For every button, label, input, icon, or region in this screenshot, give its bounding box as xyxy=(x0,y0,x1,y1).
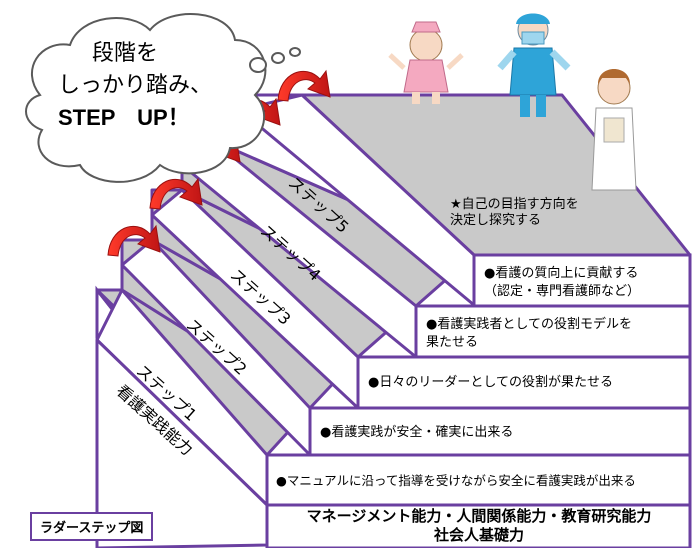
step4-desc-line-1: ●看護実践者としての役割モデルを xyxy=(426,317,632,332)
top-goal-line-1: ★自己の目指す方向を xyxy=(450,197,579,212)
step4-desc-line-2: 果たせる xyxy=(426,335,479,350)
base-line-2: 社会人基礎力 xyxy=(433,526,524,544)
nurse-figure-3 xyxy=(591,69,637,191)
riser-top xyxy=(472,253,692,308)
thought-cloud xyxy=(25,13,301,183)
step3-desc: ●日々のリーダーとしての役割が果たせる xyxy=(368,375,613,390)
caption-box: ラダーステップ図 xyxy=(30,512,154,541)
riser-base xyxy=(265,503,692,548)
riser-step4 xyxy=(414,304,692,359)
riser-step3 xyxy=(356,355,692,410)
base-line-1: マネージメント能力・人間関係能力・教育研究能力 xyxy=(306,507,652,525)
step5-desc-line-1: ●看護の質向上に貢献する xyxy=(484,266,639,281)
step1-desc: ●マニュアルに沿って指導を受けながら安全に看護実践が出来る xyxy=(276,473,636,488)
step2-desc: ●看護実践が安全・確実に出来る xyxy=(320,425,514,440)
cloud-line-2: しっかり踏み、 xyxy=(58,73,213,98)
cloud-line-3: STEP UP！ xyxy=(58,105,190,130)
riser-step1 xyxy=(265,453,692,507)
nurse-figure-2 xyxy=(497,13,571,117)
arrow-1 xyxy=(107,224,161,257)
nurse-figure-1 xyxy=(388,21,464,104)
arrow-5 xyxy=(277,69,331,102)
step5-desc-line-2: （認定・専門看護師など） xyxy=(484,284,641,299)
top-goal-line-2: 決定し探究する xyxy=(450,213,542,228)
cloud-line-1: 段階を xyxy=(92,41,159,66)
arrow-2 xyxy=(149,177,203,210)
